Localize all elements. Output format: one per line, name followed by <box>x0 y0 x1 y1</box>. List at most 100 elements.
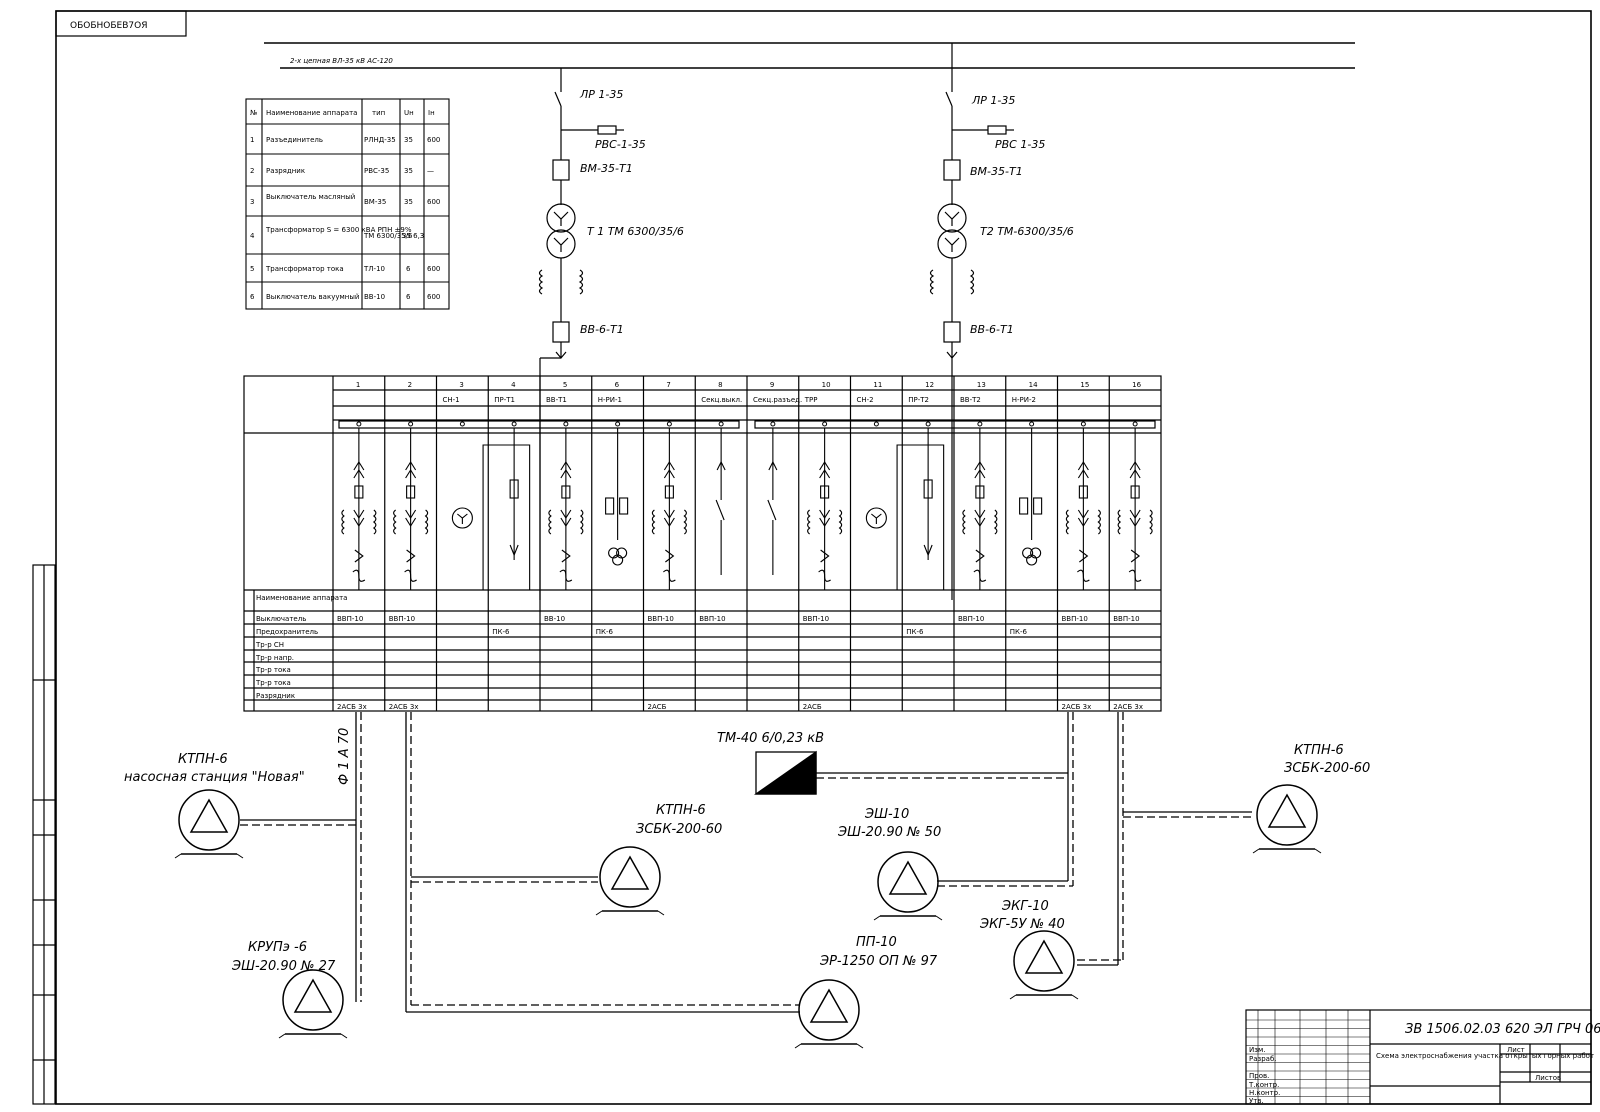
consumer-icon <box>1009 930 1079 1000</box>
cell-number: 16 <box>1132 381 1141 389</box>
transformer-t2-icon <box>937 203 967 233</box>
eq-h-type: тип <box>372 109 385 117</box>
spec-row-label: Тр-р тока <box>255 679 291 687</box>
eq-h-num: № <box>250 109 257 117</box>
right-breaker-label: ВМ-35-Т1 <box>970 165 1023 178</box>
spec-cable-cell: 2АСБ 3х <box>1062 703 1092 711</box>
transformer-t1-icon <box>546 203 576 233</box>
bus-tap <box>459 421 465 427</box>
eq-r5-num: 5 <box>250 265 254 273</box>
fuse-cell-symbol <box>509 428 519 560</box>
spec-cable-cell: 2АСБ 3х <box>389 703 419 711</box>
eq-r4-num: 4 <box>250 232 255 240</box>
feeder-cell-symbol <box>393 428 429 590</box>
eq-r2-un: 35 <box>404 167 413 175</box>
cell-name: Н-РИ-2 <box>1012 396 1036 404</box>
eq-r6-num: 6 <box>250 293 255 301</box>
stamp-text: ОБОБНОБЕВ7ОЯ <box>70 21 147 31</box>
consumers <box>174 784 1322 1049</box>
spec-row-label: Предохранитель <box>256 628 318 636</box>
title-block-sheet: Лист <box>1507 1046 1525 1054</box>
feeder-cell-symbol <box>1065 428 1101 590</box>
consumer-icon <box>278 969 348 1039</box>
cell-number: 2 <box>408 381 412 389</box>
right-arrester-label: РВС 1-35 <box>995 138 1045 151</box>
spec-row-label: Разрядник <box>256 692 295 700</box>
eq-r5-name: Трансформатор тока <box>265 265 344 273</box>
switchgear-frame <box>243 375 1162 712</box>
bus-tap <box>563 421 569 427</box>
bus-tap <box>873 421 879 427</box>
bus-tap <box>666 421 672 427</box>
left-lv-breaker-label: ВВ-6-Т1 <box>580 323 624 336</box>
title-block-grid <box>1246 1010 1370 1104</box>
cell-number: 14 <box>1029 381 1038 389</box>
cell-name: СН-2 <box>857 396 874 404</box>
left-breaker-label: ВМ-35-Т1 <box>580 162 633 175</box>
left-disconnector-label: ЛР 1-35 <box>579 88 623 101</box>
eq-r1-un: 35 <box>404 136 413 144</box>
eq-r2-type: РВС-35 <box>364 167 389 175</box>
consumer-7-title: ПП-10 <box>856 935 897 950</box>
eq-r1-in: 600 <box>427 136 440 144</box>
spec-breaker-cell: ВВП-10 <box>1062 615 1088 623</box>
spec-cable-cell: 2АСБ 3х <box>1113 703 1143 711</box>
consumer-icon <box>1252 784 1322 854</box>
feeder-cell-symbol <box>807 428 843 590</box>
left-arrester-label: РВС-1-35 <box>595 138 646 151</box>
tb-row-6: Утв. <box>1249 1097 1264 1105</box>
right-disconnector-label: ЛР 1-35 <box>971 94 1015 107</box>
eq-r2-name: Разрядник <box>266 167 305 175</box>
title-block-code: ЗВ 1506.02.03 620 ЭЛ ГРЧ 06 <box>1405 1022 1600 1037</box>
eq-r6-un: 6 <box>406 293 411 301</box>
spec-row-label: Тр-р тока <box>255 666 291 674</box>
bus-tap <box>925 421 931 427</box>
eq-h-un: Uн <box>404 109 414 117</box>
right-lv-breaker-label: ВВ-6-Т1 <box>970 323 1014 336</box>
cell-name: ВВ-Т1 <box>546 396 567 404</box>
cell-name: Секц.выкл. <box>701 396 742 404</box>
cell-name: Н-РИ-1 <box>598 396 622 404</box>
right-transformer-branch <box>929 43 1014 600</box>
spec-cable-cell: 2АСБ <box>648 703 667 711</box>
consumer-6-title: КРУПэ -6 <box>248 940 307 955</box>
spec-breaker-cell: ВВП-10 <box>699 615 725 623</box>
bus-tap <box>1029 421 1035 427</box>
feeder-cell-symbol <box>651 428 687 590</box>
cell-number: 1 <box>356 381 360 389</box>
consumer-4-title: ЭШ-10 <box>864 807 909 822</box>
equipment-table <box>245 98 450 310</box>
cell-number: 4 <box>511 381 516 389</box>
eq-r5-type: ТЛ-10 <box>363 265 385 273</box>
eq-r4-type: ТМ 6300/35/6 <box>363 232 413 240</box>
spec-row-label: Тр-р напр. <box>255 654 294 662</box>
cable-label: Ф 1 А 70 <box>337 728 352 785</box>
cell-number: 6 <box>615 381 620 389</box>
consumer-5-subtitle: ЭКГ-5У № 40 <box>979 917 1065 932</box>
eq-r5-in: 600 <box>427 265 440 273</box>
consumer-7-subtitle: ЭР-1250 ОП № 97 <box>819 954 938 969</box>
equipment-table-text: № Наименование аппарата тип Uн Iн 1 Разъ… <box>250 109 440 301</box>
cell-number: 8 <box>718 381 722 389</box>
cell-name: ПР-Т2 <box>908 396 929 404</box>
stamp-box <box>55 10 187 37</box>
cell-number: 10 <box>822 381 831 389</box>
spec-breaker-cell: ВВП-10 <box>803 615 829 623</box>
title-block-rows: Изм. Разраб. Пров. Т.контр. Н.контр. Утв… <box>1248 1046 1280 1105</box>
eq-r3-type: ВМ-35 <box>364 198 386 206</box>
spec-breaker-cell: ВВ-10 <box>544 615 565 623</box>
consumer-2-subtitle: ЗСБК-200-60 <box>636 822 722 837</box>
cell-number: 11 <box>873 381 882 389</box>
aux-transformer <box>753 750 1068 795</box>
cell-number: 9 <box>770 381 774 389</box>
tb-row-4: Т.контр. <box>1248 1081 1279 1089</box>
consumer-6-subtitle: ЭШ-20.90 № 27 <box>231 959 336 974</box>
bus-tap <box>1132 421 1138 427</box>
bus-tap <box>1080 421 1086 427</box>
cell-number: 15 <box>1080 381 1089 389</box>
spec-row-label: Наименование аппарата <box>256 594 347 602</box>
tb-row-2: Разраб. <box>1249 1055 1277 1063</box>
consumer-4-subtitle: ЭШ-20.90 № 50 <box>837 825 941 840</box>
